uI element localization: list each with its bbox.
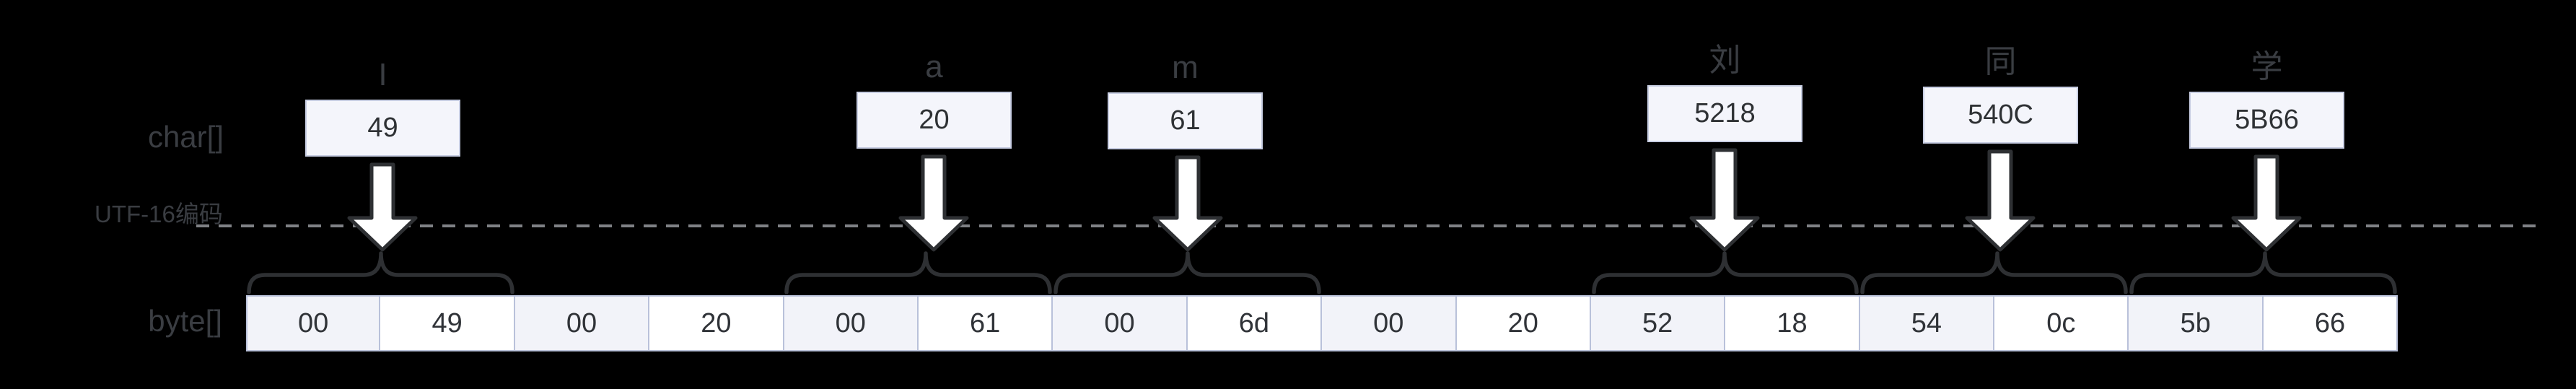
char-group-xue: 学 5B66 bbox=[2189, 49, 2344, 149]
byte-pair-brace-540c bbox=[1860, 251, 2128, 294]
char-glyph-label: m bbox=[1172, 50, 1199, 85]
byte-cell: 00 bbox=[514, 295, 650, 351]
byte-cell: 00 bbox=[784, 295, 919, 351]
byte-cell: 66 bbox=[2263, 295, 2398, 351]
char-code-box: 49 bbox=[305, 100, 460, 157]
byte-pair-brace-5b66 bbox=[2129, 251, 2397, 294]
byte-cell: 20 bbox=[1456, 295, 1591, 351]
byte-cell: 00 bbox=[1322, 295, 1457, 351]
down-arrow-char-tong bbox=[1965, 149, 2036, 252]
down-arrow-char-I bbox=[347, 162, 418, 252]
char-code-box: 61 bbox=[1108, 92, 1263, 149]
char-glyph-label: a bbox=[925, 49, 943, 84]
char-code-box: 540C bbox=[1923, 87, 2078, 144]
down-arrow-char-xue bbox=[2231, 154, 2302, 252]
byte-cell: 49 bbox=[380, 295, 515, 351]
char-code-box: 5B66 bbox=[2189, 92, 2344, 149]
byte-cell: 54 bbox=[1859, 295, 1995, 351]
char-glyph-label: 学 bbox=[2251, 49, 2283, 84]
byte-pair-brace-0049 bbox=[247, 251, 514, 294]
char-group-a: a 20 bbox=[857, 49, 1012, 149]
char-group-liu: 刘 5218 bbox=[1647, 43, 1802, 142]
byte-cell: 00 bbox=[246, 295, 381, 351]
byte-cell: 61 bbox=[918, 295, 1053, 351]
byte-array-row: 00 49 00 20 00 61 00 6d 00 20 52 18 54 0… bbox=[246, 295, 2398, 351]
encoding-boundary-dashed-line bbox=[196, 224, 2541, 227]
char-glyph-label: I bbox=[378, 57, 387, 92]
byte-cell: 20 bbox=[649, 295, 784, 351]
byte-cell: 18 bbox=[1725, 295, 1860, 351]
char-group-I: I 49 bbox=[305, 57, 460, 157]
byte-cell: 00 bbox=[1053, 295, 1188, 351]
byte-cell: 5b bbox=[2129, 295, 2264, 351]
utf16-encoding-label: UTF-16编码 bbox=[95, 201, 223, 227]
byte-pair-brace-5218 bbox=[1592, 251, 1859, 294]
byte-pair-brace-006d bbox=[1053, 251, 1321, 294]
byte-cell: 6d bbox=[1187, 295, 1323, 351]
char-group-m: m 61 bbox=[1108, 50, 1263, 149]
char-glyph-label: 同 bbox=[1984, 44, 2017, 79]
char-glyph-label: 刘 bbox=[1709, 43, 1741, 78]
char-code-box: 20 bbox=[857, 92, 1012, 149]
char-array-label: char[] bbox=[147, 120, 224, 154]
down-arrow-char-m bbox=[1152, 155, 1223, 252]
byte-array-label: byte[] bbox=[148, 304, 222, 338]
byte-pair-brace-0061 bbox=[784, 251, 1052, 294]
char-code-box: 5218 bbox=[1647, 85, 1802, 142]
char-group-tong: 同 540C bbox=[1923, 44, 2078, 144]
down-arrow-char-a bbox=[898, 154, 969, 252]
byte-cell: 0c bbox=[1994, 295, 2129, 351]
byte-cell: 52 bbox=[1590, 295, 1726, 351]
down-arrow-char-liu bbox=[1689, 148, 1760, 252]
